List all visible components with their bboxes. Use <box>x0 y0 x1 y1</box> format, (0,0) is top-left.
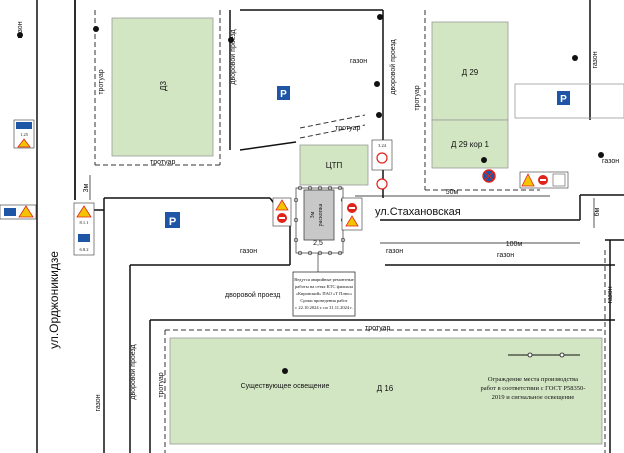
dist-3: 3м <box>83 183 90 192</box>
svg-text:1.25: 1.25 <box>20 132 29 137</box>
building-tp: ЦТП <box>299 144 369 186</box>
pit-width-label: 2,5 <box>313 240 323 247</box>
svg-text:тротуар: тротуар <box>158 372 165 397</box>
svg-text:раскопка: раскопка <box>318 203 324 226</box>
svg-text:3.24: 3.24 <box>378 143 387 148</box>
notice-board: Ведутся аварийные ремонтные работы на се… <box>292 253 356 317</box>
svg-text:газон: газон <box>350 58 367 65</box>
sidewalk-dashes <box>94 10 606 453</box>
svg-text:тротуар: тротуар <box>414 85 421 110</box>
svg-text:P: P <box>280 89 287 100</box>
road-sign-group-2 <box>0 204 37 220</box>
building-d29: Д 29 <box>431 21 509 121</box>
svg-text:работ в соответствии с ГОСТ Р5: работ в соответствии с ГОСТ Р58350- <box>481 385 586 392</box>
road-sign-group-1: 1.25 <box>13 119 35 149</box>
road-sign-group-3: 8.1.1 6.8.2 <box>73 202 95 256</box>
svg-text:газон: газон <box>17 21 24 38</box>
svg-text:газон: газон <box>607 286 614 303</box>
svg-text:тротуар: тротуар <box>150 159 175 166</box>
svg-text:P: P <box>169 216 176 228</box>
road-sign-group-4 <box>272 197 292 227</box>
building-outline-right <box>514 83 624 119</box>
building-d3: Д3 <box>111 17 214 157</box>
svg-text:6.8.2: 6.8.2 <box>80 247 89 252</box>
svg-text:тротуар: тротуар <box>335 125 360 132</box>
svg-text:тротуар: тротуар <box>365 325 390 332</box>
svg-text:газон: газон <box>592 51 599 68</box>
dist-50: 50м <box>446 189 459 196</box>
building-d29k1: Д 29 кор 1 <box>431 119 509 169</box>
area-labels: газон газон газон газон газон газон газо… <box>17 21 619 411</box>
excavation-pit: 3м раскопка <box>303 189 335 241</box>
road-sign-group-6: 3.24 <box>371 139 393 190</box>
legend: Ограждение места производства работ в со… <box>481 352 586 401</box>
road-sign-group-5 <box>341 197 363 231</box>
svg-text:2019 и сигнальное освещение: 2019 и сигнальное освещение <box>492 394 575 401</box>
existing-light-label: Существующее освещение <box>241 383 330 390</box>
svg-text:газон: газон <box>497 252 514 259</box>
svg-text:Ведутся аварийные ремонтные: Ведутся аварийные ремонтные <box>294 277 354 282</box>
road-sign-group-7 <box>482 169 496 183</box>
road-sign-group-8 <box>519 171 569 189</box>
dist-100: 100м <box>506 241 523 248</box>
svg-text:дворовой проезд: дворовой проезд <box>129 344 137 399</box>
parking-sign-3: P <box>165 212 180 228</box>
street-stakhanovskaya: ул.Стахановская <box>375 206 461 218</box>
svg-text:дворовой проезд: дворовой проезд <box>389 39 397 94</box>
road-lines <box>36 0 624 453</box>
svg-text:газон: газон <box>240 248 257 255</box>
dist-6: 6м <box>594 207 601 216</box>
svg-text:«Кировский» ПАО «Т Плюс»: «Кировский» ПАО «Т Плюс» <box>296 291 353 296</box>
svg-text:дворовой проезд: дворовой проезд <box>225 291 280 299</box>
svg-text:P: P <box>560 94 567 105</box>
building-d3-label: Д3 <box>159 81 168 91</box>
dimensions <box>89 175 595 244</box>
svg-text:дворовой проезд: дворовой проезд <box>229 29 237 84</box>
street-ordzhonikidze: ул.Орджоникидзе <box>47 251 61 349</box>
svg-text:Сроки проведения работ: Сроки проведения работ <box>300 298 347 303</box>
svg-text:3м: 3м <box>310 211 316 218</box>
svg-text:Ограждение места производства: Ограждение места производства <box>488 376 578 383</box>
parking-sign-1: P <box>277 86 290 100</box>
svg-text:с 22.10.2024 г. по 31.11.2024: с 22.10.2024 г. по 31.11.2024 г. <box>295 305 353 310</box>
building-d29k1-label: Д 29 кор 1 <box>451 140 489 149</box>
svg-text:тротуар: тротуар <box>98 69 105 94</box>
building-d29-label: Д 29 <box>462 68 479 77</box>
parking-sign-2: P <box>557 91 570 105</box>
svg-text:газон: газон <box>386 248 403 255</box>
svg-text:8.1.1: 8.1.1 <box>80 220 89 225</box>
building-d16-label: Д 16 <box>377 384 394 393</box>
svg-text:работы на сетях КТС филиала: работы на сетях КТС филиала <box>295 284 353 289</box>
building-tp-label: ЦТП <box>326 161 343 170</box>
svg-text:газон: газон <box>95 394 102 411</box>
svg-text:газон: газон <box>602 158 619 165</box>
street-lights <box>17 14 604 374</box>
